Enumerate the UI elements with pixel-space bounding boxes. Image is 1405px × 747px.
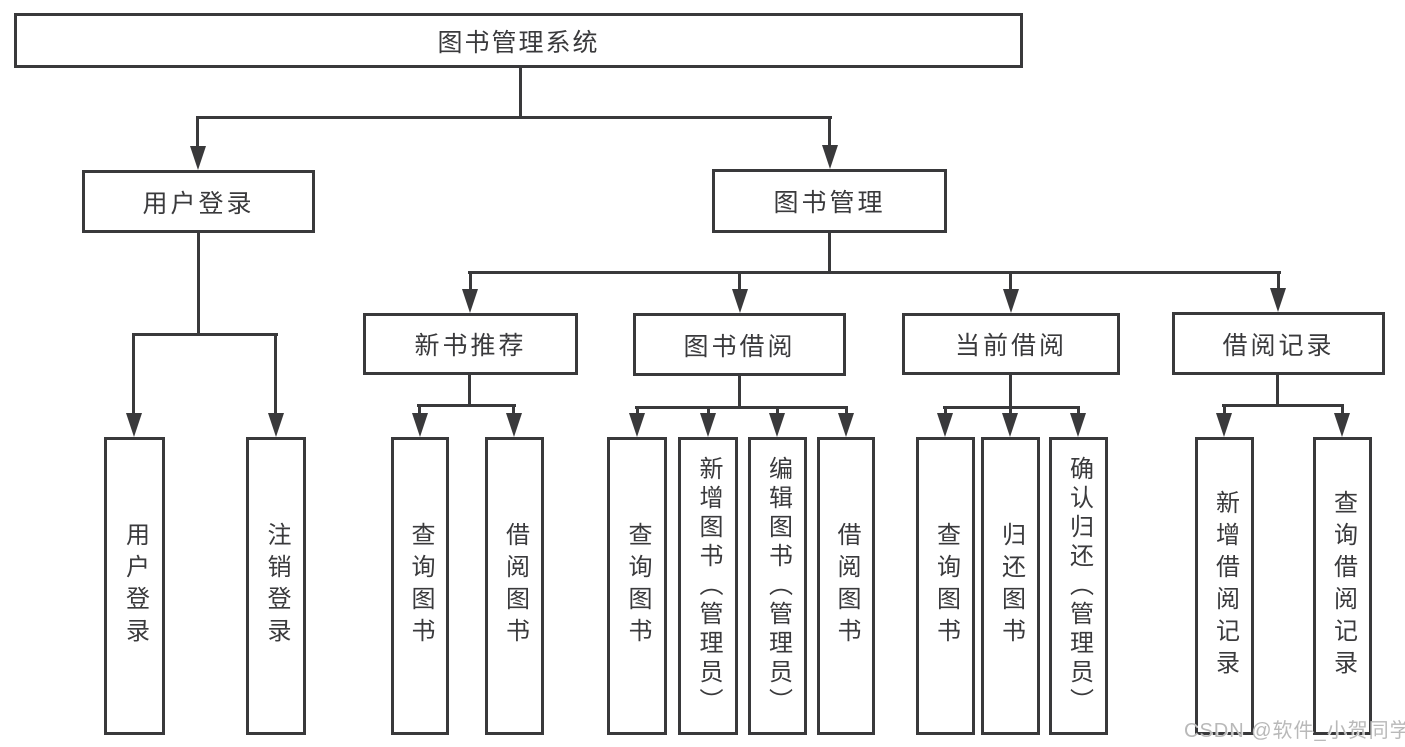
leaf-logout-label: 注销登录 — [263, 522, 290, 650]
connector-line — [1341, 404, 1344, 416]
connector-line — [469, 271, 472, 295]
leaf-current-confirm-return-admin: 确认归还（管理员） — [1049, 437, 1108, 735]
leaf-current-confirm-return-admin-label: 确认归还（管理员） — [1065, 455, 1093, 717]
node-current-borrowing-label: 当前借阅 — [954, 332, 1067, 360]
node-borrowing-records-label: 借阅记录 — [1222, 331, 1335, 360]
edge-arrowhead — [190, 146, 206, 170]
leaf-current-return-books-label: 归还图书 — [997, 522, 1025, 650]
connector-line — [512, 404, 515, 416]
leaf-borrowing-edit-books-admin-label: 编辑图书（管理员） — [764, 455, 792, 717]
connector-line — [707, 406, 710, 416]
connector-line — [197, 233, 200, 336]
edge-arrowhead — [268, 413, 284, 437]
connector-line — [418, 404, 421, 416]
connector-line — [828, 116, 831, 149]
connector-line — [635, 406, 848, 409]
edge-arrowhead — [126, 413, 142, 437]
connector-line — [1276, 375, 1279, 407]
leaf-newrec-query-books-label: 查询图书 — [407, 522, 434, 650]
node-root: 图书管理系统 — [14, 13, 1023, 68]
leaf-current-query-books: 查询图书 — [916, 437, 975, 735]
edge-arrowhead — [506, 413, 522, 437]
leaf-borrowing-query-books-label: 查询图书 — [624, 522, 651, 650]
connector-line — [196, 116, 199, 150]
node-book-management-label: 图书管理 — [773, 189, 886, 217]
leaf-borrowing-edit-books-admin: 编辑图书（管理员） — [748, 437, 807, 735]
leaf-current-return-books: 归还图书 — [981, 437, 1040, 735]
edge-arrowhead — [838, 413, 854, 437]
node-book-management: 图书管理 — [712, 169, 947, 233]
edge-arrowhead — [1002, 413, 1018, 437]
edge-arrowhead — [412, 413, 428, 437]
connector-line — [636, 406, 639, 416]
edge-arrowhead — [822, 145, 838, 169]
edge-arrowhead — [769, 413, 785, 437]
leaf-records-query-record-label: 查询借阅记录 — [1329, 490, 1357, 682]
edge-arrowhead — [937, 413, 953, 437]
connector-line — [944, 406, 947, 416]
leaf-records-query-record: 查询借阅记录 — [1313, 437, 1372, 735]
node-root-label: 图书管理系统 — [437, 28, 600, 57]
leaf-user-login: 用户登录 — [104, 437, 165, 735]
leaf-current-query-books-label: 查询图书 — [932, 522, 960, 650]
connector-line — [196, 116, 832, 119]
leaf-borrowing-borrow-books: 借阅图书 — [817, 437, 875, 735]
connector-line — [519, 68, 522, 119]
connector-line — [1009, 406, 1012, 416]
connector-line — [845, 406, 848, 416]
leaf-borrowing-borrow-books-label: 借阅图书 — [833, 522, 860, 650]
connector-line — [1277, 271, 1280, 295]
edge-arrowhead — [1003, 289, 1019, 313]
node-current-borrowing: 当前借阅 — [902, 313, 1120, 375]
connector-line — [1009, 375, 1012, 409]
edge-arrowhead — [629, 413, 645, 437]
leaf-records-add-record: 新增借阅记录 — [1195, 437, 1254, 735]
node-book-borrowing-label: 图书借阅 — [683, 332, 796, 361]
node-new-book-recommend: 新书推荐 — [363, 313, 578, 375]
leaf-newrec-borrow-books-label: 借阅图书 — [501, 522, 529, 650]
connector-line — [1077, 406, 1080, 416]
leaf-records-add-record-label: 新增借阅记录 — [1211, 490, 1239, 682]
leaf-borrowing-add-books-admin-label: 新增图书（管理员） — [695, 455, 722, 717]
connector-line — [417, 404, 516, 407]
leaf-newrec-query-books: 查询图书 — [391, 437, 449, 735]
leaf-borrowing-add-books-admin: 新增图书（管理员） — [678, 437, 738, 735]
connector-line — [1222, 404, 1344, 407]
node-book-borrowing: 图书借阅 — [633, 313, 846, 376]
node-user-login: 用户登录 — [82, 170, 315, 233]
node-borrowing-records: 借阅记录 — [1172, 312, 1385, 375]
connector-line — [468, 271, 1281, 274]
edge-arrowhead — [1334, 413, 1350, 437]
connector-line — [1223, 404, 1226, 416]
leaf-logout: 注销登录 — [246, 437, 306, 735]
csdn-watermark: CSDN @软件_小贺同学 — [1184, 720, 1405, 742]
edge-arrowhead — [1216, 413, 1232, 437]
edge-arrowhead — [1270, 288, 1286, 312]
edge-arrowhead — [1070, 413, 1086, 437]
connector-line — [776, 406, 779, 416]
connector-line — [738, 375, 741, 408]
leaf-newrec-borrow-books: 借阅图书 — [485, 437, 544, 735]
edge-arrowhead — [700, 413, 716, 437]
leaf-user-login-label: 用户登录 — [121, 522, 149, 650]
node-new-book-recommend-label: 新书推荐 — [414, 332, 527, 360]
connector-line — [828, 233, 831, 274]
connector-line — [1009, 271, 1012, 295]
connector-line — [738, 271, 741, 295]
connector-line — [132, 333, 135, 417]
leaf-borrowing-query-books: 查询图书 — [607, 437, 667, 735]
edge-arrowhead — [462, 289, 478, 313]
connector-line — [468, 375, 471, 407]
connector-line — [132, 333, 278, 336]
edge-arrowhead — [732, 289, 748, 313]
connector-line — [274, 333, 277, 417]
node-user-login-label: 用户登录 — [142, 189, 255, 218]
